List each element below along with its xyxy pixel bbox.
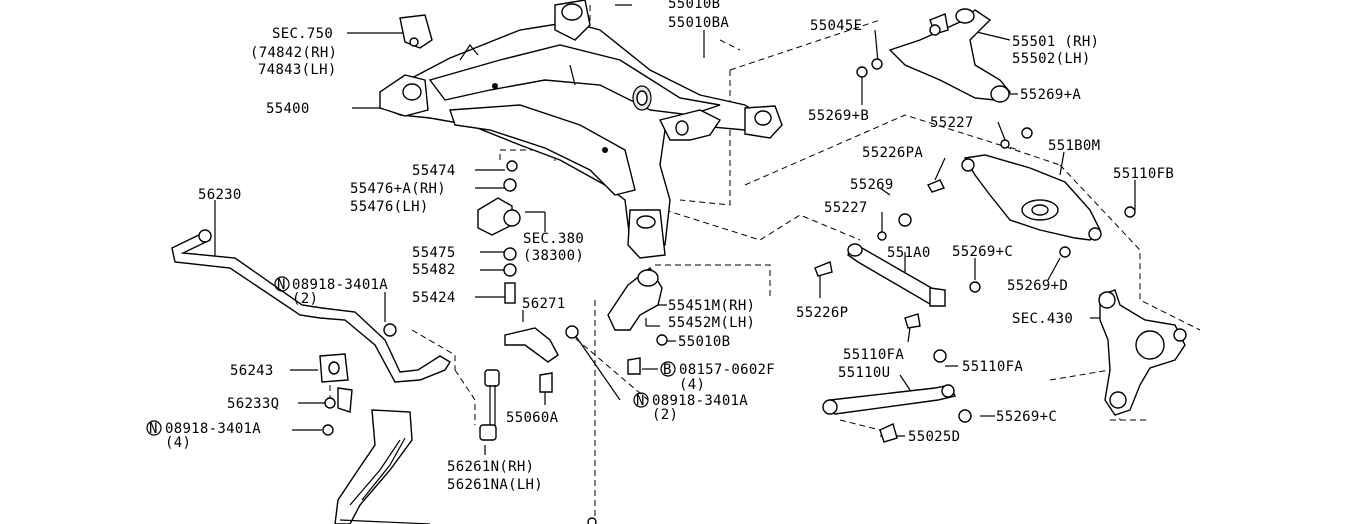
label-sec380: SEC.380: [523, 231, 584, 247]
upper-arm-55501: [856, 8, 1033, 149]
label-55424: 55424: [412, 290, 456, 306]
label-55110fa-right: 55110FA: [962, 359, 1023, 375]
n-symbol-3-text: N: [149, 421, 158, 437]
label-08157-qty: (4): [679, 377, 705, 393]
label-55227-top: 55227: [930, 115, 974, 131]
label-55045e: 55045E: [810, 18, 862, 34]
bracket-56271: [504, 325, 579, 393]
label-55452m: 55452M(LH): [668, 315, 755, 331]
rod-55110u: [822, 349, 972, 443]
label-56261na: 56261NA(LH): [447, 477, 543, 493]
label-74843: 74843(LH): [258, 62, 337, 78]
label-56271: 56271: [522, 296, 566, 312]
label-08918-a-qty: (2): [292, 291, 318, 307]
label-55227-mid: 55227: [824, 200, 868, 216]
partial-frame-lower-left: [334, 409, 431, 524]
label-551b0m: 551B0M: [1048, 138, 1100, 154]
rod-551a0: [814, 243, 981, 329]
nut-bottom: [587, 517, 597, 524]
label-38300: (38300): [523, 248, 584, 264]
label-56243: 56243: [230, 363, 274, 379]
label-55025d: 55025D: [908, 429, 960, 445]
label-56233q: 56233Q: [227, 396, 279, 412]
b-symbol: [660, 361, 676, 377]
knuckle-sec430: [1098, 289, 1187, 416]
label-55269a: 55269+A: [1020, 87, 1081, 103]
label-56230: 56230: [198, 187, 242, 203]
label-55010ba: 55010BA: [668, 15, 729, 31]
n-symbol-1-text: N: [277, 277, 286, 293]
label-55476a: 55476+A(RH): [350, 181, 446, 197]
label-55110u: 55110U: [838, 365, 890, 381]
label-08918-a: 08918-3401A: [292, 277, 388, 293]
label-08918-b: 08918-3401A: [652, 393, 748, 409]
label-sec430: SEC.430: [1012, 311, 1073, 327]
leader-lines: [214, 4, 1136, 455]
n-symbol-1: [274, 276, 290, 292]
label-55451m: 55451M(RH): [668, 298, 755, 314]
label-08157: 08157-0602F: [679, 362, 775, 378]
lower-arm-551b0m: [877, 154, 1136, 258]
label-55226p: 55226P: [796, 305, 848, 321]
b-symbol-text: B: [663, 362, 672, 378]
mount-bracket-55451m: [607, 266, 668, 375]
subframe-55400: [379, 0, 783, 259]
label-55400: 55400: [266, 101, 310, 117]
label-08918-c: 08918-3401A: [165, 421, 261, 437]
label-sec750: SEC.750: [272, 26, 333, 42]
label-55269b: 55269+B: [808, 108, 869, 124]
stabilizer-bar-56230: [171, 229, 451, 436]
label-55269c-mid: 55269+C: [952, 244, 1013, 260]
label-08918-b-qty: (2): [652, 407, 678, 423]
label-55474: 55474: [412, 163, 456, 179]
label-74842: (74842(RH): [250, 45, 337, 61]
label-55110fb: 55110FB: [1113, 166, 1174, 182]
label-55110fa-left: 55110FA: [843, 347, 904, 363]
label-55475: 55475: [412, 245, 456, 261]
callout-symbols: N B N N: [146, 276, 676, 437]
label-55269d: 55269+D: [1007, 278, 1068, 294]
label-55502: 55502(LH): [1012, 51, 1091, 67]
link-56261n: [479, 369, 500, 441]
label-55010b-mid: 55010B: [678, 334, 730, 350]
n-symbol-2-text: N: [636, 393, 645, 409]
label-55476: 55476(LH): [350, 199, 429, 215]
bushing-stack: [477, 160, 521, 304]
label-55060a: 55060A: [506, 410, 559, 426]
part-labels: 55010B 55010BA 55045E 55501 (RH) 55502(L…: [165, 0, 1174, 493]
n-symbol-2: [633, 392, 649, 408]
label-55226pa: 55226PA: [862, 145, 923, 161]
label-55269c-bot: 55269+C: [996, 409, 1057, 425]
label-551a0: 551A0: [887, 245, 931, 261]
label-56261n: 56261N(RH): [447, 459, 534, 475]
n-symbol-3: [146, 420, 162, 436]
label-55482: 55482: [412, 262, 456, 278]
label-55269-mid: 55269: [850, 177, 894, 193]
label-55501: 55501 (RH): [1012, 34, 1099, 50]
label-08918-c-qty: (4): [165, 435, 191, 451]
label-55010b-top: 55010B: [668, 0, 720, 12]
